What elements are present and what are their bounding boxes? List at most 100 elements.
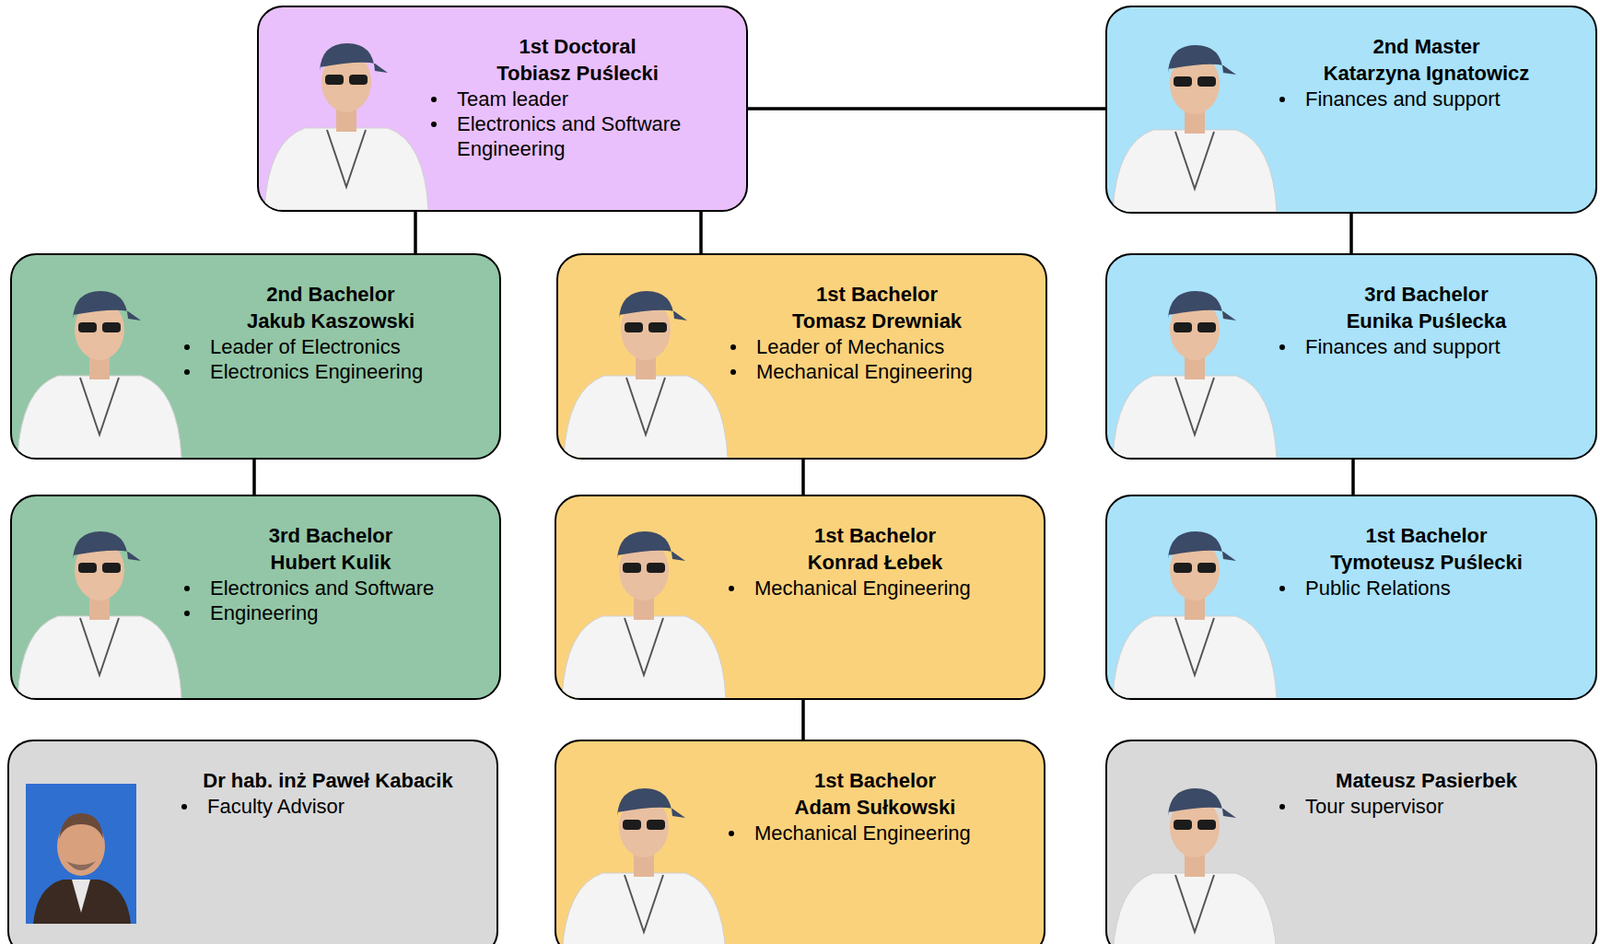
member-box: Mateusz PasierbekTour supervisor <box>1105 739 1598 944</box>
role-text: Leader of Mechanics <box>756 335 945 359</box>
study-year: 1st Bachelor <box>717 522 1033 549</box>
member-name: Eunika Puślecka <box>1268 307 1585 335</box>
org-connector <box>252 459 257 495</box>
text-column: 1st BachelorTomasz DrewniakLeader of Mec… <box>719 280 1035 385</box>
photo-placeholder <box>558 259 734 458</box>
role-item: Finances and support <box>1268 334 1585 360</box>
text-column: 2nd BachelorJakub KaszowskiLeader of Ele… <box>173 280 489 385</box>
bullet-dot <box>728 585 735 592</box>
org-connector <box>1349 213 1354 254</box>
role-text: Faculty Advisor <box>207 794 345 818</box>
member-box: 1st BachelorKonrad ŁebekMechanical Engin… <box>554 494 1046 701</box>
role-item: Mechanical Engineering <box>717 575 1033 601</box>
member-name: Tomasz Drewniak <box>719 307 1035 335</box>
member-name: Mateusz Pasierbek <box>1268 767 1585 795</box>
role-text: Engineering <box>210 601 318 625</box>
role-text: Tour supervisor <box>1305 794 1444 818</box>
photo-placeholder <box>1107 13 1283 212</box>
study-year: 1st Bachelor <box>1268 522 1585 549</box>
org-connector <box>1351 459 1355 495</box>
bullet-dot <box>1279 585 1285 592</box>
photo-placeholder <box>1107 757 1283 944</box>
photo-placeholder <box>11 500 187 699</box>
bullet-dot <box>184 610 190 617</box>
study-year: 1st Bachelor <box>719 280 1035 308</box>
role-text: Mechanical Engineering <box>756 360 973 384</box>
member-name: Hubert Kulik <box>173 548 489 576</box>
member-name: Tymoteusz Puślecki <box>1268 548 1585 576</box>
role-item: Leader of Mechanics <box>719 334 1035 360</box>
study-year: 2nd Bachelor <box>173 280 489 308</box>
member-name: Adam Sułkowski <box>717 794 1033 821</box>
bullet-dot <box>184 344 190 351</box>
photo-placeholder <box>258 11 434 211</box>
bullet-dot <box>184 585 190 592</box>
text-column: Mateusz PasierbekTour supervisor <box>1268 767 1585 819</box>
role-item: Finances and support <box>1268 86 1585 112</box>
role-item: Electronics and Software Engineering <box>420 111 736 162</box>
role-item: Electronics Engineering <box>173 359 489 385</box>
role-text: Mechanical Engineering <box>754 576 971 600</box>
photo-placeholder <box>1107 259 1283 458</box>
bullet-dot <box>431 121 437 128</box>
member-box: 2nd MasterKatarzyna IgnatowiczFinances a… <box>1105 5 1598 214</box>
role-item: Leader of Electronics <box>173 334 489 360</box>
photo-placeholder <box>25 783 139 926</box>
text-column: 1st BachelorKonrad ŁebekMechanical Engin… <box>717 522 1033 601</box>
member-box: 1st BachelorTomasz DrewniakLeader of Mec… <box>556 253 1048 460</box>
member-box: 1st BachelorTymoteusz PuśleckiPublic Rel… <box>1105 494 1598 701</box>
role-text: Electronics Engineering <box>210 360 423 384</box>
member-box: 2nd BachelorJakub KaszowskiLeader of Ele… <box>10 253 502 460</box>
photo-placeholder <box>1107 500 1283 699</box>
bullet-dot <box>181 804 187 810</box>
study-year: 3rd Bachelor <box>1268 280 1585 308</box>
role-text: Team leader <box>456 87 569 111</box>
member-box: 3rd BachelorEunika PuśleckaFinances and … <box>1105 253 1598 460</box>
bullet-dot <box>431 96 437 103</box>
text-column: 2nd MasterKatarzyna IgnatowiczFinances a… <box>1268 33 1585 112</box>
text-column: 3rd BachelorHubert KulikElectronics and … <box>173 522 489 626</box>
role-text: Finances and support <box>1305 87 1501 111</box>
org-connector <box>801 700 806 740</box>
bullet-dot <box>730 344 736 351</box>
text-column: 1st BachelorTymoteusz PuśleckiPublic Rel… <box>1268 522 1585 601</box>
role-text: Electronics and Software <box>210 576 434 600</box>
role-item: Mechanical Engineering <box>717 820 1033 846</box>
member-box: 3rd BachelorHubert KulikElectronics and … <box>10 494 502 701</box>
bullet-dot <box>1279 96 1285 103</box>
study-year: 2nd Master <box>1268 33 1585 60</box>
role-item: Tour supervisor <box>1268 794 1585 819</box>
member-box: 1st BachelorAdam SułkowskiMechanical Eng… <box>554 739 1046 944</box>
photo-placeholder <box>556 500 732 699</box>
text-column: 3rd BachelorEunika PuśleckaFinances and … <box>1268 280 1585 360</box>
bullet-dot <box>728 830 735 837</box>
bullet-dot <box>1279 804 1285 810</box>
member-name: Katarzyna Ignatowicz <box>1268 59 1585 87</box>
study-year: 1st Bachelor <box>717 767 1033 795</box>
role-item: Faculty Advisor <box>170 794 486 819</box>
bullet-dot <box>730 369 736 375</box>
bullet-dot <box>184 369 190 375</box>
photo-placeholder <box>11 259 187 458</box>
text-column: Dr hab. inż Paweł KabacikFaculty Advisor <box>170 767 486 819</box>
org-connector <box>747 106 1106 111</box>
role-item: Electronics and Software <box>173 575 489 601</box>
bullet-dot <box>1279 344 1285 351</box>
role-item: Engineering <box>173 600 489 626</box>
member-box: Dr hab. inż Paweł KabacikFaculty Advisor <box>7 739 499 944</box>
role-text: Mechanical Engineering <box>754 821 971 845</box>
member-box: 1st DoctoralTobiasz PuśleckiTeam leaderE… <box>256 5 748 212</box>
role-item: Public Relations <box>1268 575 1585 601</box>
org-connector <box>413 211 418 254</box>
role-item: Mechanical Engineering <box>719 359 1035 385</box>
study-year: 1st Doctoral <box>420 33 736 60</box>
member-name: Konrad Łebek <box>717 548 1033 576</box>
member-name: Jakub Kaszowski <box>173 307 489 335</box>
member-name: Dr hab. inż Paweł Kabacik <box>170 767 486 795</box>
org-connector <box>699 211 703 254</box>
role-item: Team leader <box>420 86 736 112</box>
role-text: Finances and support <box>1305 335 1501 359</box>
role-text: Public Relations <box>1305 576 1451 600</box>
text-column: 1st DoctoralTobiasz PuśleckiTeam leaderE… <box>420 33 736 162</box>
